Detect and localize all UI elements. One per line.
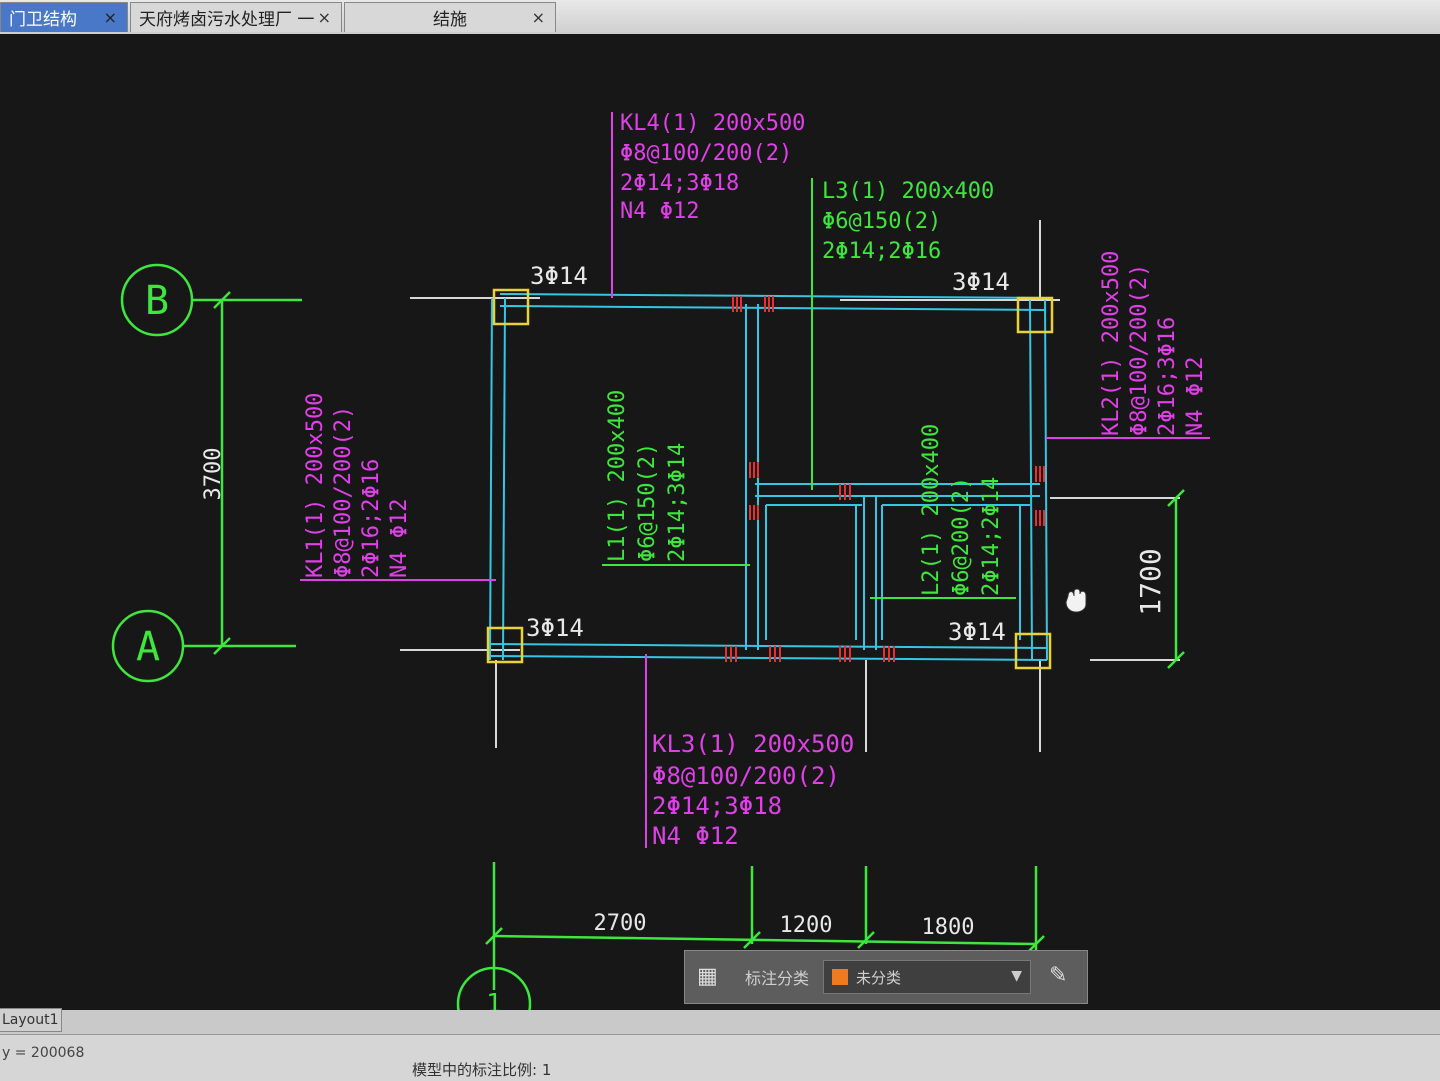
beam-stirrup: Φ6@150(2) [635,443,660,562]
beam-stirrup: Φ6@200(2) [949,477,974,596]
column-rebar-label: 3Φ14 [952,268,1010,296]
beam-rebar: 2Φ16;3Φ16 [1155,317,1180,436]
close-icon[interactable]: × [531,8,545,27]
beam-annotation-l3: L3(1) 200x400 Φ6@150(2) 2Φ14;2Φ16 [822,179,994,264]
beam-stirrup: Φ8@100/200(2) [620,141,792,166]
beam-label: KL1(1) 200x500 [303,393,328,578]
grid-label-b: B [145,278,169,324]
column-outlines [486,288,1054,670]
document-tab-bar: 门卫结构 × 天府烤卤污水处理厂 一 × 结施 × [0,0,1440,35]
grid-icon[interactable]: ▦ [697,964,718,989]
beam-stirrup: Φ6@150(2) [822,209,941,234]
beam-leader-lines [300,112,1210,848]
close-icon[interactable]: × [103,8,117,27]
beam-side-rebar: N4 Φ12 [652,822,739,850]
column-rebar-label: 3Φ14 [526,614,584,642]
tab-label: 门卫结构 [9,10,77,30]
category-value: 未分类 [856,968,902,987]
beam-rebar: 2Φ14;2Φ14 [979,477,1004,596]
dimension-1800: 1800 [922,915,975,940]
beam-annotation-l1: L1(1) 200x400 Φ6@150(2) 2Φ14;3Φ14 [605,390,690,562]
beam-label: L2(1) 200x400 [919,424,944,596]
annotation-category-toolbar: ▦ 标注分类 未分类 ▼ ✎ [684,950,1088,1004]
beam-rebar: 2Φ14;3Φ18 [652,792,782,820]
secondary-beam-leaders [602,178,1016,599]
coordinate-readout: y = 200068 [2,1045,85,1061]
column-rebar-label: 3Φ14 [948,618,1006,646]
dimension-2700: 2700 [594,911,647,936]
beam-stirrup: Φ8@100/200(2) [652,762,840,790]
category-color-swatch [832,969,849,985]
grid-lines [400,220,1180,752]
tab-gate-structure[interactable]: 门卫结构 × [0,2,128,32]
dimension-3700: 3700 [201,448,226,501]
beam-annotation-kl4: KL4(1) 200x500 Φ8@100/200(2) 2Φ14;3Φ18 N… [620,111,805,224]
beam-stirrup: Φ8@100/200(2) [1127,264,1152,436]
annotation-scale-text: 模型中的标注比例: 1 [412,1061,552,1079]
rebar-marks [725,296,1045,662]
beam-rebar: 2Φ14;3Φ18 [620,171,739,196]
beam-annotation-l2: L2(1) 200x400 Φ6@200(2) 2Φ14;2Φ14 [919,424,1004,596]
grid-label-1: 1 [486,989,502,1010]
tab-sewage-plant[interactable]: 天府烤卤污水处理厂 一 × [130,2,342,32]
beam-rebar: 2Φ14;3Φ14 [665,443,690,562]
tab-structural[interactable]: 结施 × [344,2,556,32]
beam-label: KL4(1) 200x500 [620,111,805,136]
beam-rebar: 2Φ16;2Φ16 [359,459,384,578]
beam-label: L3(1) 200x400 [822,179,994,204]
beam-annotation-kl2: KL2(1) 200x500 Φ8@100/200(2) 2Φ16;3Φ16 N… [1099,251,1208,436]
beam-label: L1(1) 200x400 [605,390,630,562]
beam-annotation-kl3: KL3(1) 200x500 Φ8@100/200(2) 2Φ14;3Φ18 N… [652,730,854,850]
beam-side-rebar: N4 Φ12 [387,499,412,578]
category-label: 标注分类 [745,969,810,988]
dimension-1700: 1700 [1134,548,1167,615]
tab-label: 结施 [433,10,467,30]
tab-label: 天府烤卤污水处理厂 一 [139,10,315,30]
beam-side-rebar: N4 Φ12 [1183,357,1208,436]
dimension-1200: 1200 [780,913,833,938]
beam-rebar: 2Φ14;2Φ16 [822,239,941,264]
column-rebar-label: 3Φ14 [530,262,588,290]
beam-side-rebar: N4 Φ12 [620,199,699,224]
tab-layout1[interactable]: Layout1 [0,1008,62,1032]
drawing-canvas[interactable]: B A 1 3700 1700 2700 1200 1800 3Φ14 3Φ14… [0,34,1440,1010]
grid-label-a: A [136,624,160,670]
beam-label: KL3(1) 200x500 [652,730,854,758]
status-bar: y = 200068 模型中的标注比例: 1 [0,1034,1440,1081]
edit-icon[interactable]: ✎ [1049,963,1068,988]
category-dropdown[interactable]: 未分类 ▼ [823,960,1032,994]
beam-outlines [489,293,1048,661]
beam-annotation-kl1: KL1(1) 200x500 Φ8@100/200(2) 2Φ16;2Φ16 N… [303,393,412,578]
chevron-down-icon: ▼ [1011,968,1023,984]
beam-label: KL2(1) 200x500 [1099,251,1124,436]
cad-drawing: B A 1 3700 1700 2700 1200 1800 3Φ14 3Φ14… [111,111,1210,1010]
close-icon[interactable]: × [317,8,331,27]
grid-dimensions [111,263,1185,1010]
beam-stirrup: Φ8@100/200(2) [331,406,356,578]
pan-hand-cursor-icon [1065,588,1087,613]
